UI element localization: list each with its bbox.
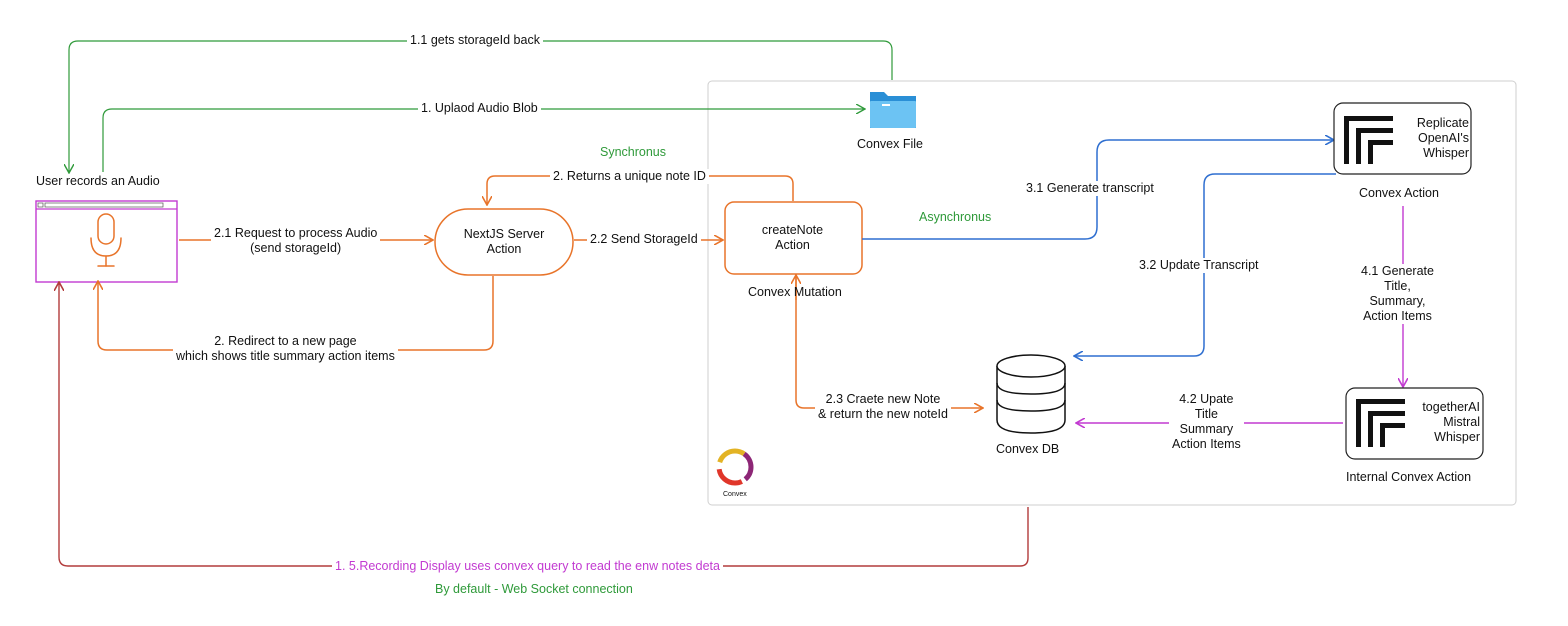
label-upload-audio-blob: 1. Uplaod Audio Blob (418, 101, 541, 116)
arrow-create-new-note (795, 274, 982, 408)
convex-boundary (707, 80, 1517, 506)
label-web-socket: By default - Web Socket connection (435, 582, 633, 596)
arrow-recording-display (59, 283, 1029, 567)
label-user-records-audio: User records an Audio (36, 174, 160, 188)
label-replicate-whisper: Replicate OpenAI's Whisper (1416, 116, 1469, 160)
together-logo-icon (1356, 399, 1405, 447)
label-update-transcript: 3.2 Update Transcript (1136, 258, 1262, 273)
replicate-logo-icon (1344, 116, 1393, 164)
microphone-icon (90, 213, 122, 267)
label-create-note-action: createNote Action (761, 223, 824, 252)
browser-window (35, 200, 178, 283)
label-create-new-note: 2.3 Craete new Note & return the new not… (815, 392, 951, 422)
folder-icon (870, 92, 916, 128)
label-recording-display: 1. 5.Recording Display uses convex query… (332, 559, 723, 574)
label-convex-mutation: Convex Mutation (748, 285, 842, 299)
label-together-ai: togetherAI Mistral Whisper (1422, 400, 1480, 444)
label-update-title-summary: 4.2 Upate Title Summary Action Items (1169, 392, 1244, 452)
label-internal-convex-action: Internal Convex Action (1346, 470, 1472, 484)
label-generate-title-summary: 4.1 Generate Title, Summary, Action Item… (1358, 264, 1437, 324)
arrow-upload-audio-blob (102, 109, 864, 172)
label-returns-note-id: 2. Returns a unique note ID (550, 169, 709, 184)
label-convex-db: Convex DB (996, 442, 1060, 456)
label-gets-storage-id-back: 1.1 gets storageId back (407, 33, 543, 48)
label-send-storage-id: 2.2 Send StorageId (587, 232, 701, 247)
label-convex-action: Convex Action (1359, 186, 1439, 200)
convex-logo-icon (716, 448, 754, 486)
label-convex-file: Convex File (857, 137, 923, 151)
label-nextjs-server-action: NextJS Server Action (463, 227, 545, 256)
nextjs-server-action-node (434, 208, 574, 276)
label-asynchronus: Asynchronus (919, 210, 992, 224)
database-icon (996, 354, 1066, 434)
label-redirect-new-page: 2. Redirect to a new page which shows ti… (173, 334, 398, 364)
label-request-process-audio: 2.1 Request to process Audio (send stora… (211, 226, 381, 256)
label-generate-transcript: 3.1 Generate transcript (1023, 181, 1157, 196)
label-synchronus: Synchronus (600, 145, 667, 159)
label-convex-logo: Convex (723, 491, 747, 498)
